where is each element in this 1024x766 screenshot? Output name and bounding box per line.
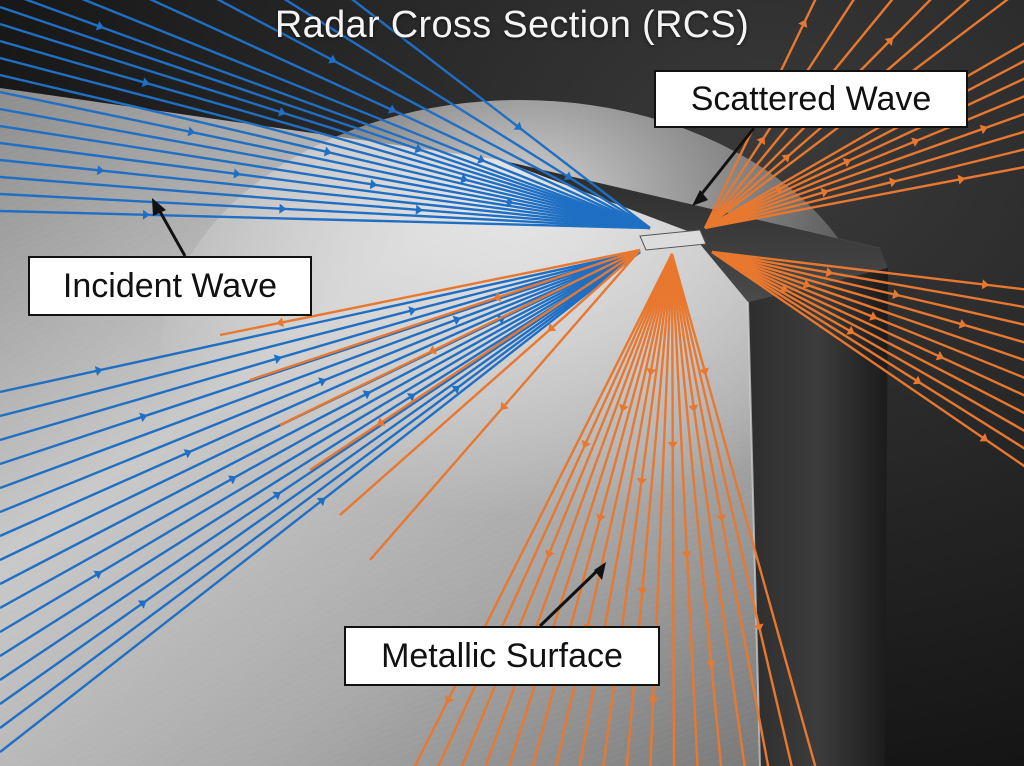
incident-wave-label: Incident Wave	[28, 256, 312, 316]
metallic-surface-label: Metallic Surface	[344, 626, 660, 686]
scattered-wave-label: Scattered Wave	[654, 70, 968, 128]
diagram-title: Radar Cross Section (RCS)	[0, 4, 1024, 47]
